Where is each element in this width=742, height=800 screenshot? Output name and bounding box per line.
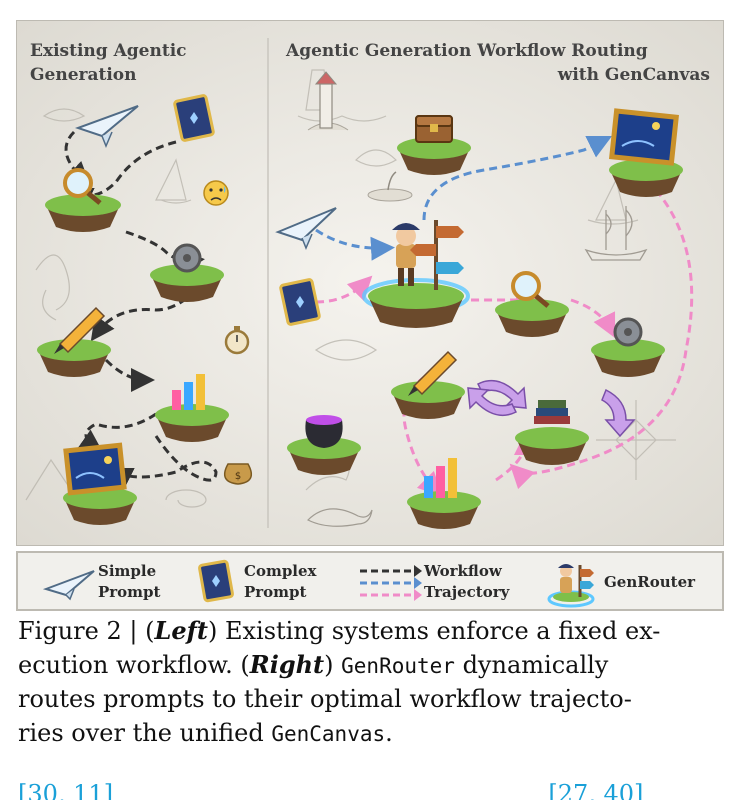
treasure-chest-island [397, 115, 471, 175]
lighthouse-sketch [307, 71, 349, 131]
complex-prompt-legend-icon [198, 559, 234, 603]
citation-link[interactable]: [30, 11] [18, 780, 114, 800]
pencil-island [37, 306, 111, 377]
worried-face-icon [203, 180, 229, 206]
right-panel-title-line2: with GenCanvas [557, 65, 710, 85]
svg-text:$: $ [235, 471, 241, 482]
ship-sketch [584, 206, 648, 261]
stopwatch-icon [224, 326, 250, 355]
genrouter-label: GenRouter [604, 573, 696, 591]
simple-prompt-label: Simple Prompt [98, 562, 161, 601]
money-bag-icon: $ [223, 463, 253, 485]
genrouter-island [362, 220, 470, 328]
legend: Simple Prompt Complex Prompt Workflow Tr… [16, 551, 724, 611]
whale-sketch [306, 508, 373, 527]
truncated-next-line: [30, 11] [27, 40] [18, 780, 730, 800]
complex-prompt-book-icon [173, 94, 215, 142]
citation-link[interactable]: [27, 40] [548, 780, 644, 800]
figure-caption: Figure 2 | (Left) Existing systems enfor… [18, 616, 661, 747]
starry-night-island [63, 442, 137, 525]
simple-prompt-legend-icon [42, 570, 95, 601]
gear-island [150, 243, 224, 302]
right-blue-paths [315, 135, 613, 261]
palm-island-sketch [367, 171, 413, 202]
search-island [45, 168, 121, 232]
complex-prompt-label: Complex Prompt [244, 562, 317, 601]
chart-island [155, 374, 229, 442]
left-islands: $ [37, 94, 253, 525]
search-right-island [495, 271, 569, 337]
routing-illustration: Existing Agentic Generation Agentic Gene… [16, 20, 724, 546]
right-islands [275, 71, 683, 529]
right-panel-title-line1: Agentic Generation Workflow Routing [285, 41, 648, 61]
chart-right-island [407, 458, 481, 529]
workflow-trajectory-legend-icon [360, 565, 422, 601]
paper-plane-icon [74, 105, 139, 148]
workflow-trajectory-label: Workflow Trajectory [424, 562, 510, 601]
purple-cycle-arrows [467, 379, 636, 438]
starry-night-right-island [609, 108, 683, 197]
books-island [515, 400, 589, 465]
gear-right-island [591, 317, 665, 377]
complex-prompt-book-right-icon [279, 278, 321, 326]
cauldron-island [287, 415, 361, 475]
pencil-right-island [391, 350, 465, 419]
left-panel-title-line2: Generation [30, 65, 137, 85]
genrouter-legend-icon [547, 564, 595, 608]
left-panel-title-line1: Existing Agentic [30, 41, 187, 61]
paper-plane-right-icon [275, 207, 337, 250]
